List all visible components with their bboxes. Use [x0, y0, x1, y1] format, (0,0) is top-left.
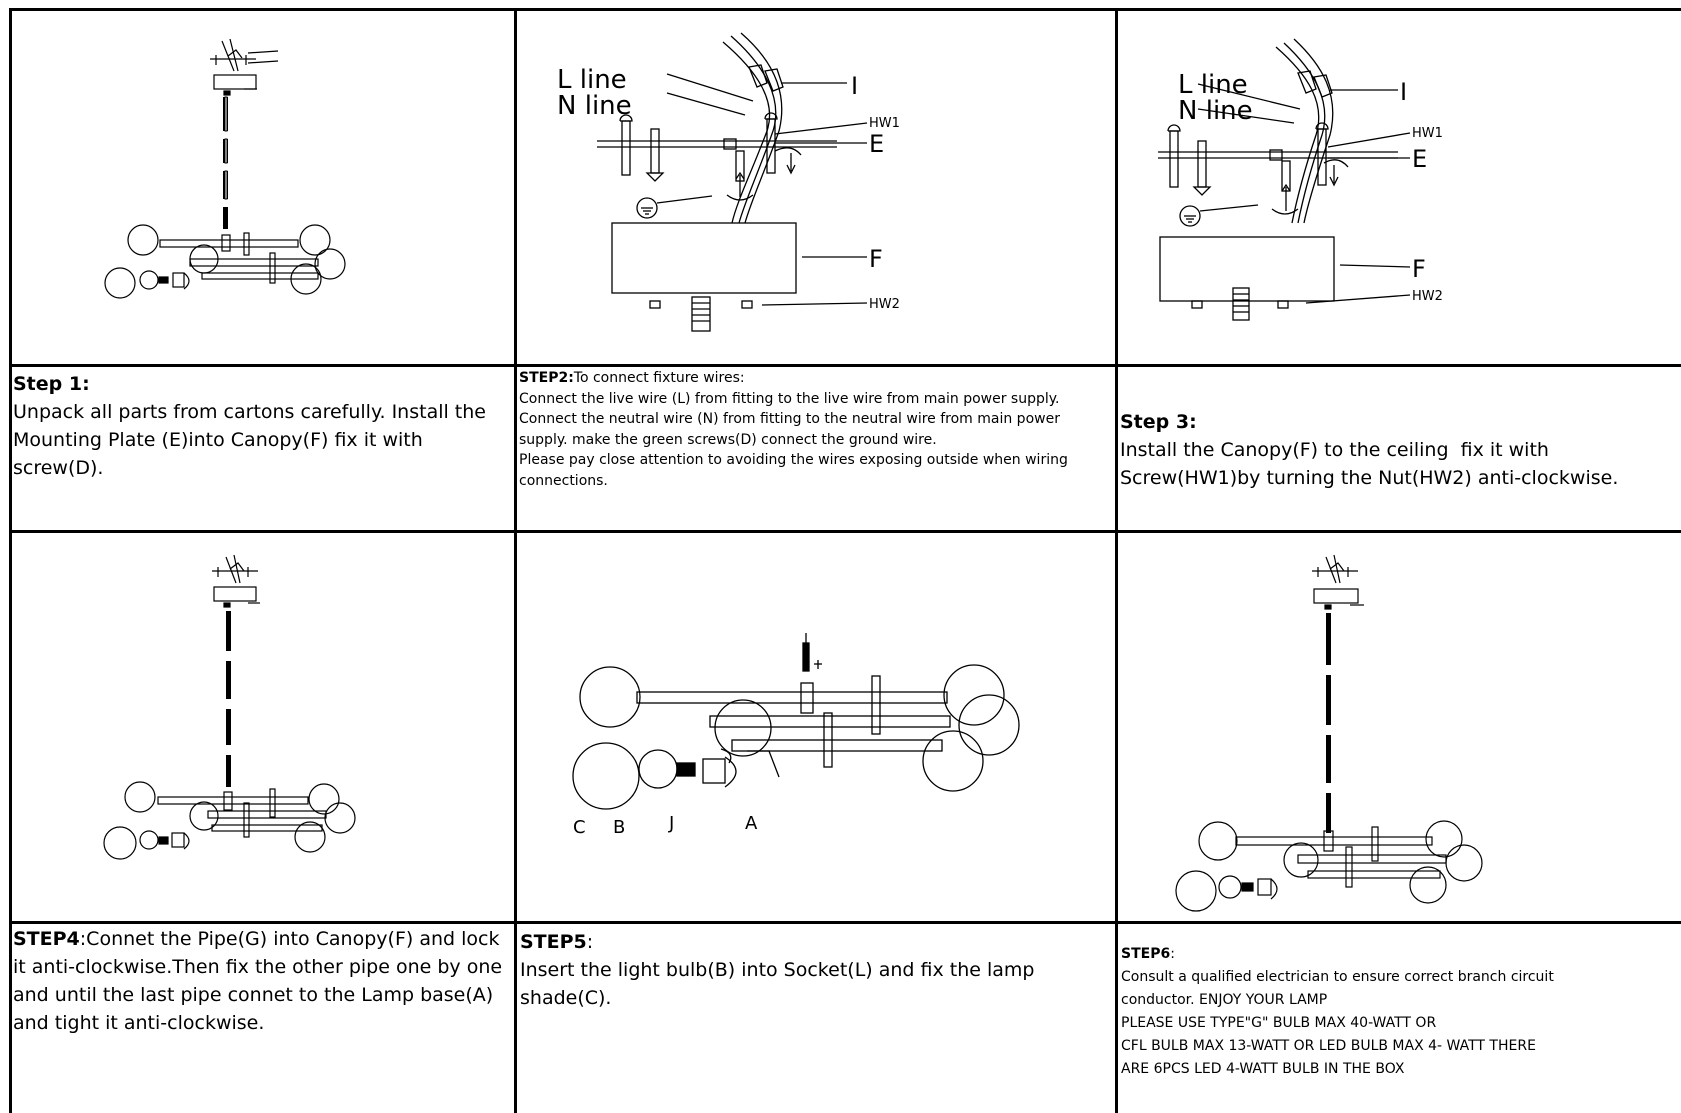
hw1-label: HW1 — [869, 116, 900, 131]
f-label: F — [1412, 255, 1426, 283]
e-label: E — [869, 130, 884, 158]
grid-line — [9, 8, 1681, 11]
grid-line — [9, 921, 1681, 924]
j-label: J — [668, 813, 674, 834]
lamp-base-diagram: C B J A — [517, 533, 1115, 921]
step3-title: Step 3: — [1120, 411, 1197, 433]
step3-line: Screw(HW1)by turning the Nut(HW2) anti-c… — [1120, 467, 1619, 489]
step2-line: Connect the neutral wire (N) from fittin… — [519, 411, 1060, 427]
step3-line: Install the Canopy(F) to the ceiling fix… — [1120, 439, 1549, 461]
step6-line: Consult a qualified electrician to ensur… — [1121, 969, 1554, 985]
i-label: I — [851, 72, 858, 100]
step2-text: STEP2:To connect fixture wires: Connect … — [519, 368, 1113, 491]
step5-line: Insert the light bulb(B) into Socket(L) … — [520, 959, 1035, 981]
a-label: A — [745, 813, 758, 834]
step5-colon: : — [586, 931, 594, 953]
step6-colon: : — [1170, 946, 1175, 962]
step2-title: STEP2: — [519, 370, 574, 386]
hw2-label: HW2 — [869, 297, 900, 312]
step2-line: connections. — [519, 472, 608, 489]
step4-title: STEP4 — [13, 928, 80, 950]
step6-line: ARE 6PCS LED 4-WATT BULB IN THE BOX — [1121, 1061, 1405, 1077]
step2-lead: To connect fixture wires: — [573, 370, 745, 386]
step4-body: :Connet the Pipe(G) into Canopy(F) and l… — [13, 928, 503, 1034]
l-line-label: L line — [557, 65, 627, 95]
i-label: I — [1400, 78, 1407, 106]
step6-title: STEP6 — [1121, 946, 1171, 962]
step6-line: conductor. ENJOY YOUR LAMP — [1121, 992, 1328, 1008]
step5-line: shade(C). — [520, 987, 612, 1009]
pipe-assembly-diagram — [12, 533, 514, 921]
grid-line — [9, 8, 12, 1113]
step1-text: Step 1: Unpack all parts from cartons ca… — [13, 370, 511, 482]
canopy-install-diagram: L line N line I HW1 E F HW2 — [1118, 11, 1681, 364]
step2-line: Connect the live wire (L) from fitting t… — [519, 390, 1060, 407]
step6-text: STEP6: Consult a qualified electrician t… — [1121, 943, 1679, 1081]
grid-line — [9, 530, 1681, 533]
n-line-label: N line — [557, 91, 632, 121]
l-line-label: L line — [1178, 70, 1248, 100]
full-fixture-diagram — [12, 11, 514, 364]
step1-body: Unpack all parts from cartons carefully.… — [13, 401, 486, 479]
b-label: B — [613, 817, 625, 838]
grid-line — [514, 8, 517, 1113]
n-line-label: N line — [1178, 96, 1253, 126]
complete-fixture-diagram — [1118, 533, 1681, 921]
grid-line — [9, 364, 1681, 367]
step2-line: supply. make the green screws(D) connect… — [519, 431, 937, 448]
step2-line: Please pay close attention to avoiding t… — [519, 452, 1068, 468]
grid-line — [1115, 8, 1118, 1113]
hw2-label: HW2 — [1412, 289, 1443, 304]
c-label: C — [573, 817, 586, 838]
hw1-label: HW1 — [1412, 126, 1443, 141]
step4-text: STEP4:Connet the Pipe(G) into Canopy(F) … — [13, 925, 513, 1037]
step3-text: Step 3: Install the Canopy(F) to the cei… — [1120, 408, 1680, 492]
step1-title: Step 1: — [13, 373, 90, 395]
step6-line: CFL BULB MAX 13-WATT OR LED BULB MAX 4- … — [1121, 1038, 1536, 1054]
step5-title: STEP5 — [520, 931, 587, 953]
f-label: F — [869, 245, 883, 273]
step5-text: STEP5: Insert the light bulb(B) into Soc… — [520, 928, 1114, 1012]
ceiling-wiring-mini — [210, 38, 279, 96]
e-label: E — [1412, 145, 1427, 173]
wiring-diagram: L line N line I HW1 E F HW2 — [517, 11, 1115, 364]
step6-line: PLEASE USE TYPE"G" BULB MAX 40-WATT OR — [1121, 1015, 1437, 1031]
